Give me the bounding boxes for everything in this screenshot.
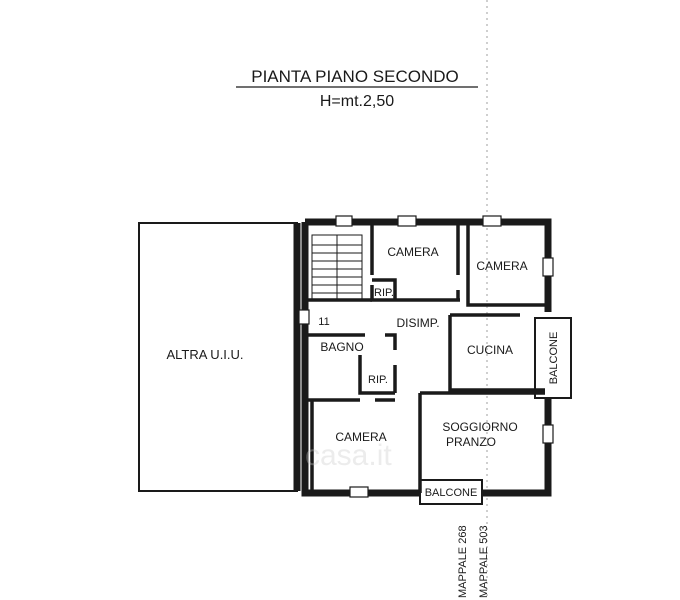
camera-top-left-label: CAMERA bbox=[387, 245, 438, 259]
camera-bottom-label: CAMERA bbox=[335, 430, 386, 444]
parcel-right-label: MAPPALE 503 bbox=[478, 525, 490, 598]
camera-top-right-label: CAMERA bbox=[476, 259, 527, 273]
parcel-left-label: MAPPALE 268 bbox=[457, 525, 469, 598]
balcone-bottom-label: BALCONE bbox=[425, 487, 478, 499]
cucina-label: CUCINA bbox=[467, 343, 513, 357]
altra-uiu-label: ALTRA U.I.U. bbox=[166, 347, 243, 362]
rip-bottom-label: RIP. bbox=[368, 374, 388, 386]
stair-number: 11 bbox=[318, 316, 329, 328]
interior-walls bbox=[308, 225, 545, 493]
staircase bbox=[311, 234, 363, 301]
balcone-right-label: BALCONE bbox=[548, 332, 560, 385]
bagno-label: BAGNO bbox=[320, 340, 363, 354]
windows bbox=[298, 215, 554, 498]
soggiorno-label: SOGGIORNO bbox=[442, 420, 517, 434]
height-note: H=mt.2,50 bbox=[320, 93, 394, 110]
balcone-right bbox=[534, 317, 572, 399]
rip-top-label: RIP. bbox=[374, 287, 394, 299]
balcone-bottom bbox=[419, 479, 483, 505]
disimp-label: DISIMP. bbox=[396, 316, 439, 330]
watermark: casa.it bbox=[305, 439, 392, 472]
pranzo-label: PRANZO bbox=[446, 435, 496, 449]
plan-title: PIANTA PIANO SECONDO bbox=[251, 67, 459, 86]
